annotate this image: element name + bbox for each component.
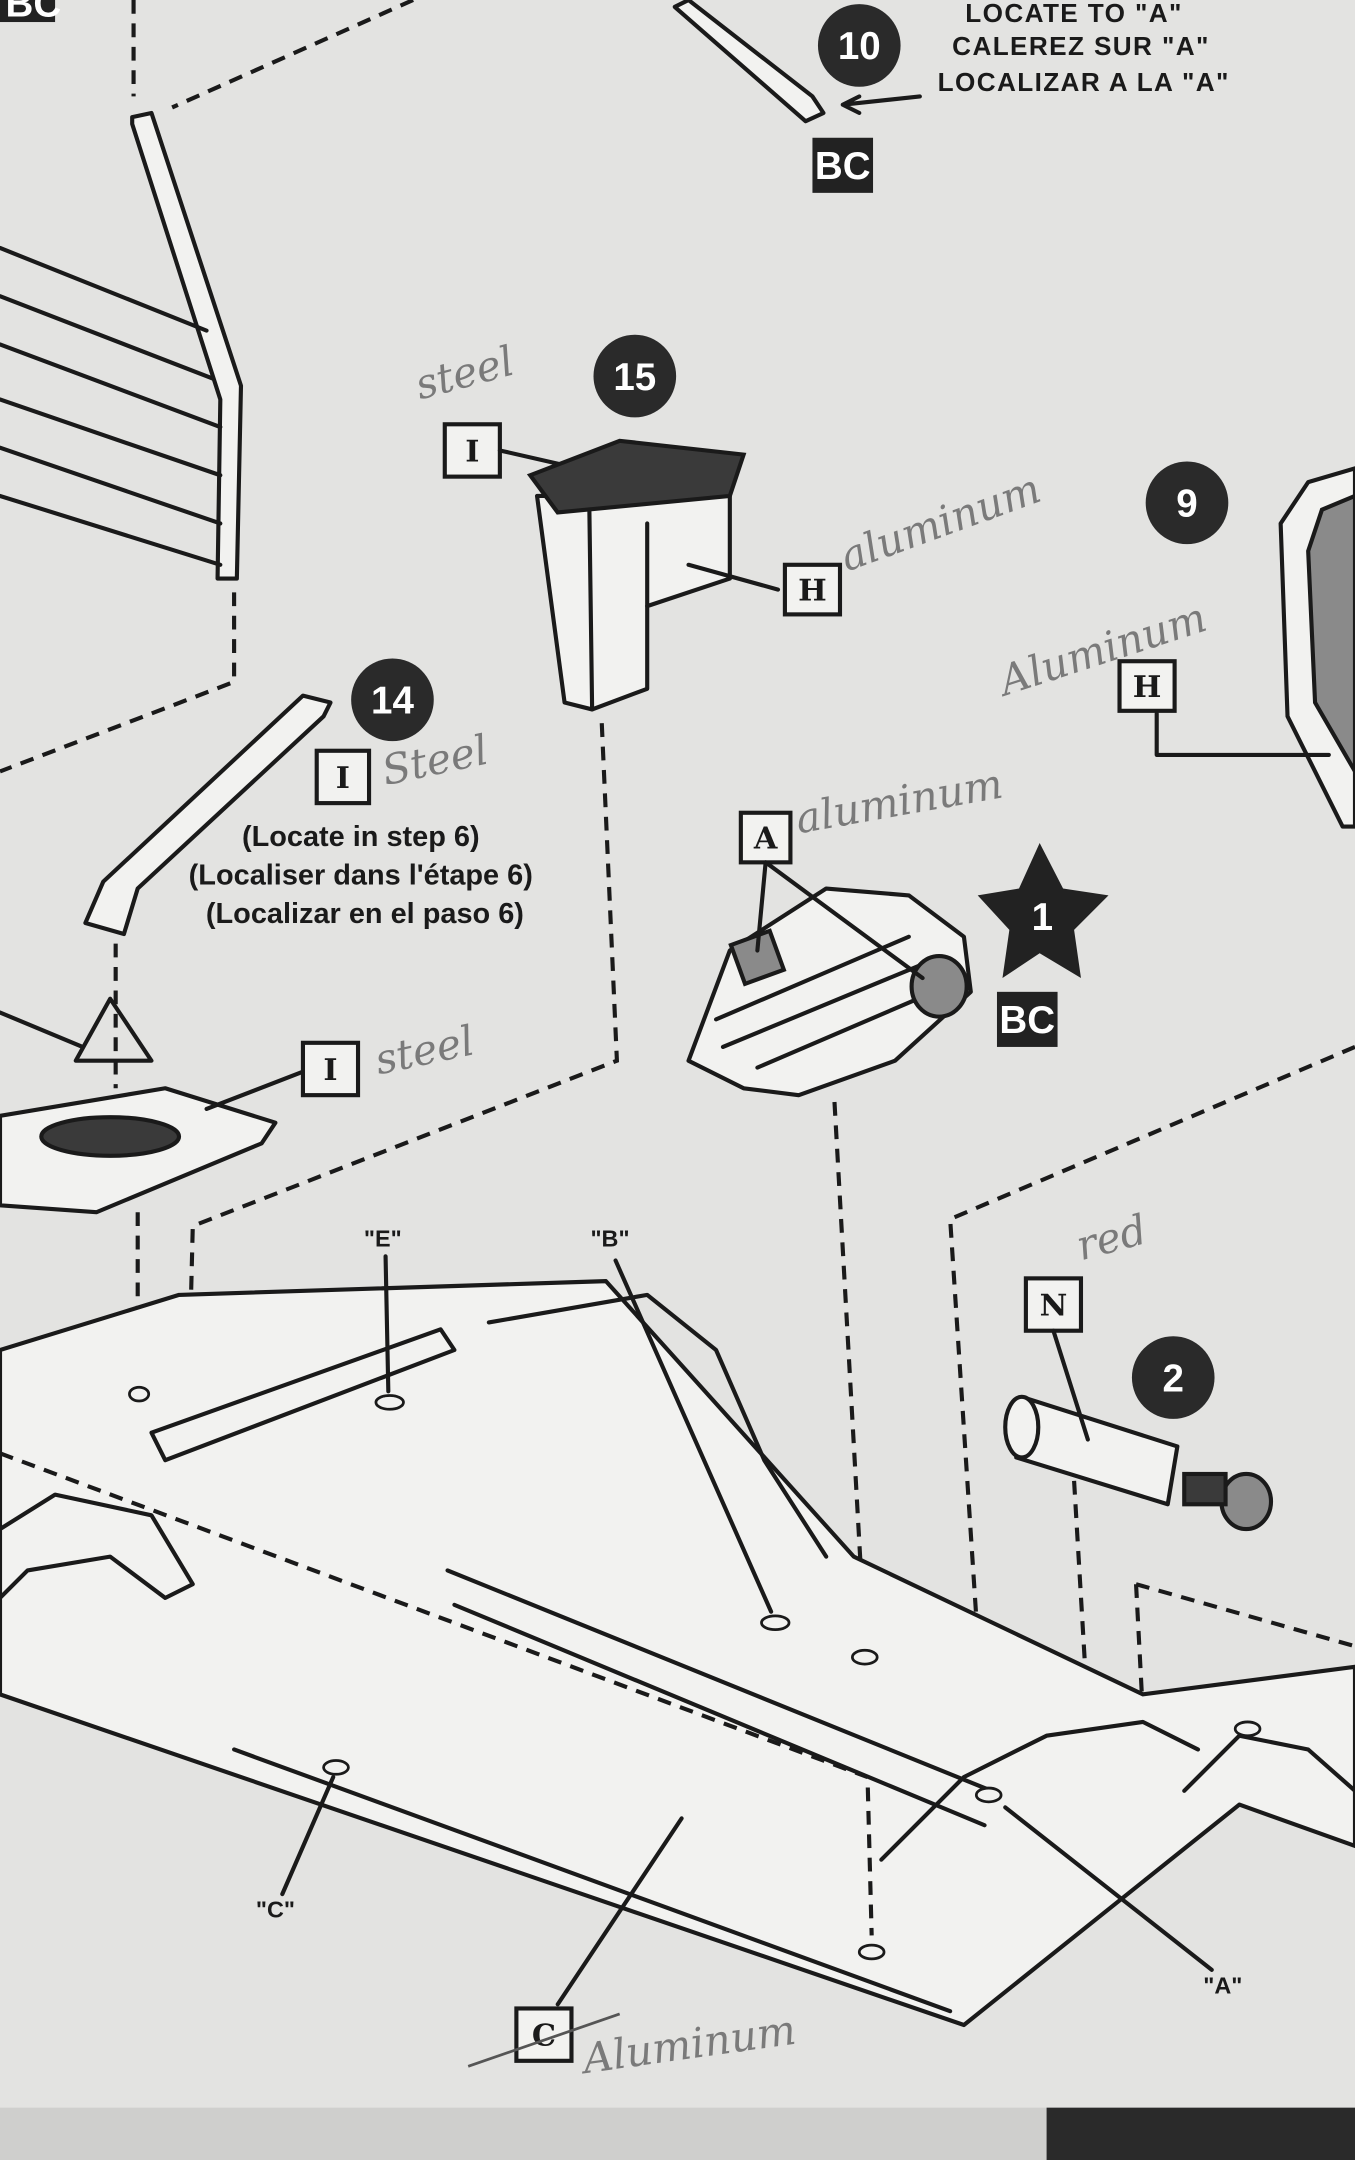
leader-line <box>1154 711 1331 757</box>
leader-line-c <box>555 1816 684 2007</box>
pointer-e <box>383 1254 391 1394</box>
part-14-base <box>0 996 278 1215</box>
step-15-number: 15 <box>613 356 656 399</box>
guide-line <box>1133 1582 1355 1716</box>
table-edge <box>1046 2107 1355 2160</box>
bc-tag-1 <box>996 991 1058 1047</box>
step-10-number: 10 <box>838 25 881 68</box>
part-tag-i-14-label: I <box>336 761 350 796</box>
leader-line <box>204 1069 306 1111</box>
step-2-badge <box>1131 1336 1215 1419</box>
bc-tag-10 <box>812 137 874 193</box>
part-tag-h-label: H <box>798 574 827 609</box>
bc-tag-topleft <box>0 0 56 23</box>
part-tag-i-base <box>300 1040 361 1098</box>
instruction-en: LOCATE TO "A" <box>965 0 1183 28</box>
bc-label-topleft: BC <box>6 0 62 26</box>
arrow-icon <box>840 94 922 116</box>
guide-line <box>187 723 620 1337</box>
pointer-c <box>280 1774 336 1897</box>
instruction-fr: CALEREZ SUR "A" <box>952 31 1210 61</box>
part-tag-i-label: I <box>465 434 479 469</box>
instruction-es: LOCALIZAR A LA "A" <box>938 67 1230 97</box>
part-tag-h-9 <box>1117 659 1177 713</box>
step-14-number: 14 <box>371 680 414 723</box>
step-1-number: 1 <box>1032 896 1053 939</box>
part-tag-a <box>738 810 793 865</box>
part-tag-n <box>1023 1276 1084 1333</box>
pointer-a <box>1003 1805 1214 1972</box>
part-tag-n-label: N <box>1040 1289 1068 1324</box>
paper-edge <box>0 2107 1047 2160</box>
part-9-inner <box>1306 493 1355 776</box>
part-tag-i-14 <box>314 748 372 806</box>
leader-line <box>1051 1328 1090 1442</box>
point-b-label: "B" <box>590 1226 629 1252</box>
guide-line <box>171 0 414 110</box>
step-15-badge <box>593 334 677 418</box>
part-tag-i-base-label: I <box>323 1053 337 1088</box>
locate-note-es: (Localizar en el paso 6) <box>206 898 524 930</box>
chassis-part <box>0 1279 1355 2028</box>
frame-part <box>0 110 244 581</box>
step-9-number: 9 <box>1176 483 1197 526</box>
guide-line <box>0 592 237 774</box>
step-10-badge <box>817 4 901 87</box>
part-2-cylinder <box>1003 1394 1274 1532</box>
part-tag-h <box>782 562 843 617</box>
part-tag-h-9-label: H <box>1133 670 1162 705</box>
step-1-star-badge <box>977 843 1109 979</box>
step-14-badge <box>351 658 434 742</box>
part-tag-a-label: A <box>753 822 778 857</box>
part-tag-i <box>442 422 502 479</box>
guide-line <box>832 1101 867 1640</box>
strike-through-mark <box>467 2012 621 2068</box>
locate-note-fr: (Localiser dans l'étape 6) <box>189 859 533 891</box>
bc-label-1: BC <box>999 999 1055 1042</box>
leader-line <box>686 562 781 592</box>
part-15-block <box>526 438 747 712</box>
guide-line <box>1072 1480 1088 1667</box>
step-9-badge <box>1145 461 1229 545</box>
point-a-label: "A" <box>1203 1972 1242 1998</box>
part-14-bar <box>83 693 333 937</box>
part-10-rod <box>672 0 826 124</box>
point-e-label: "E" <box>364 1226 402 1252</box>
locate-note-en: (Locate in step 6) <box>242 821 480 853</box>
step-2-number: 2 <box>1163 1357 1184 1400</box>
part-1-engine <box>686 860 973 1098</box>
guide-line <box>0 1451 874 1936</box>
bc-label-10: BC <box>815 145 871 188</box>
guide-line <box>947 1045 1355 1681</box>
pointer-b <box>613 1258 774 1614</box>
point-c-label: "C" <box>256 1897 295 1923</box>
